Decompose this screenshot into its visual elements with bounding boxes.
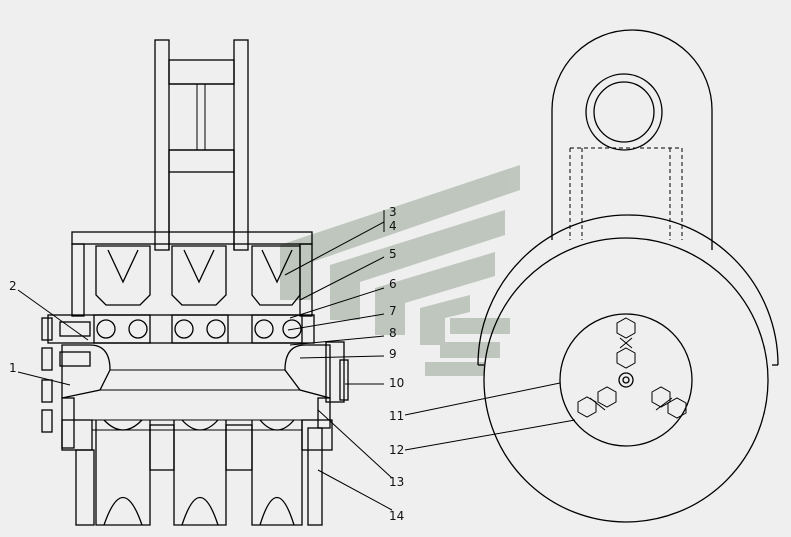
bearings xyxy=(96,319,302,339)
callout-labels: 1 2 3 4 5 6 7 8 9 10 11 12 13 14 xyxy=(9,205,404,523)
hub-bolts xyxy=(577,317,687,419)
watermark-logo xyxy=(280,165,520,376)
leader-lines xyxy=(17,210,576,511)
callout-10: 10 xyxy=(389,376,404,390)
callout-2: 2 xyxy=(9,279,17,293)
callout-1: 1 xyxy=(9,361,17,375)
callout-12: 12 xyxy=(389,443,404,457)
callout-6: 6 xyxy=(389,277,397,291)
section-view xyxy=(41,39,349,526)
upper-sheaves xyxy=(95,245,301,306)
callout-14: 14 xyxy=(389,509,404,523)
callout-9: 9 xyxy=(389,347,397,361)
end-view xyxy=(477,29,779,523)
callout-4: 4 xyxy=(389,219,397,233)
callout-13: 13 xyxy=(389,475,404,489)
lower-sheaves xyxy=(91,419,303,526)
callout-7: 7 xyxy=(389,304,397,318)
callout-5: 5 xyxy=(389,247,397,261)
callout-8: 8 xyxy=(389,326,397,340)
callout-3: 3 xyxy=(389,205,397,219)
callout-11: 11 xyxy=(389,409,404,423)
